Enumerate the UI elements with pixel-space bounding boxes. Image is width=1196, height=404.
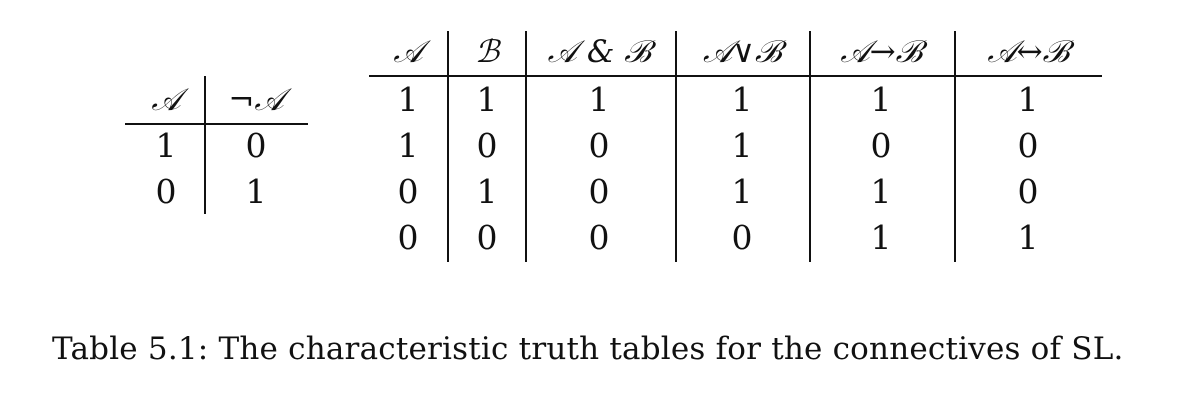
connectives-table: 𝒜 ℬ 𝒜 & ℬ 𝒜∨ℬ 𝒜→ℬ 𝒜↔ℬ 1 1 1 1 1 1 1 0 0 … [369, 31, 1102, 262]
connectives-cell: 1 [732, 126, 753, 165]
connectives-header-disjunction: 𝒜∨ℬ [703, 34, 788, 70]
connectives-cell: 1 [732, 80, 753, 119]
connectives-cell: 1 [732, 172, 753, 211]
connectives-cell: 0 [398, 172, 419, 211]
negation-header-not-a: ¬𝒜 [228, 82, 292, 118]
connectives-header-conjunction: 𝒜 & ℬ [548, 34, 658, 70]
connectives-cell: 0 [732, 218, 753, 257]
connectives-header-b: ℬ [475, 34, 502, 70]
connectives-cell: 1 [589, 80, 610, 119]
negation-header-a: 𝒜 [151, 82, 189, 118]
table-caption: Table 5.1: The characteristic truth tabl… [52, 331, 1124, 367]
connectives-cell: 0 [589, 172, 610, 211]
connectives-cell: 1 [871, 218, 892, 257]
connectives-cell: 1 [1018, 218, 1039, 257]
connectives-header-biconditional: 𝒜↔ℬ [987, 34, 1075, 70]
connectives-cell: 0 [589, 218, 610, 257]
connectives-cell: 1 [398, 80, 419, 119]
connectives-cell: 0 [398, 218, 419, 257]
connectives-cell: 1 [1018, 80, 1039, 119]
connectives-cell: 0 [477, 218, 498, 257]
truth-tables: 𝒜 ¬𝒜 1 0 0 1 𝒜 ℬ 𝒜 & ℬ 𝒜∨ℬ 𝒜→ℬ 𝒜↔ℬ 1 1 1… [125, 31, 1102, 262]
connectives-cell: 0 [1018, 172, 1039, 211]
connectives-cell: 0 [1018, 126, 1039, 165]
connectives-header-a: 𝒜 [393, 34, 431, 70]
connectives-cell: 1 [871, 172, 892, 211]
negation-cell: 1 [246, 172, 267, 211]
connectives-header-conditional: 𝒜→ℬ [840, 34, 928, 70]
connectives-cell: 0 [871, 126, 892, 165]
connectives-cell: 1 [477, 172, 498, 211]
connectives-cell: 0 [589, 126, 610, 165]
negation-cell: 0 [156, 172, 177, 211]
negation-table: 𝒜 ¬𝒜 1 0 0 1 [125, 76, 308, 214]
connectives-cell: 0 [477, 126, 498, 165]
negation-cell: 0 [246, 126, 267, 165]
connectives-cell: 1 [398, 126, 419, 165]
connectives-cell: 1 [477, 80, 498, 119]
negation-cell: 1 [156, 126, 177, 165]
connectives-cell: 1 [871, 80, 892, 119]
